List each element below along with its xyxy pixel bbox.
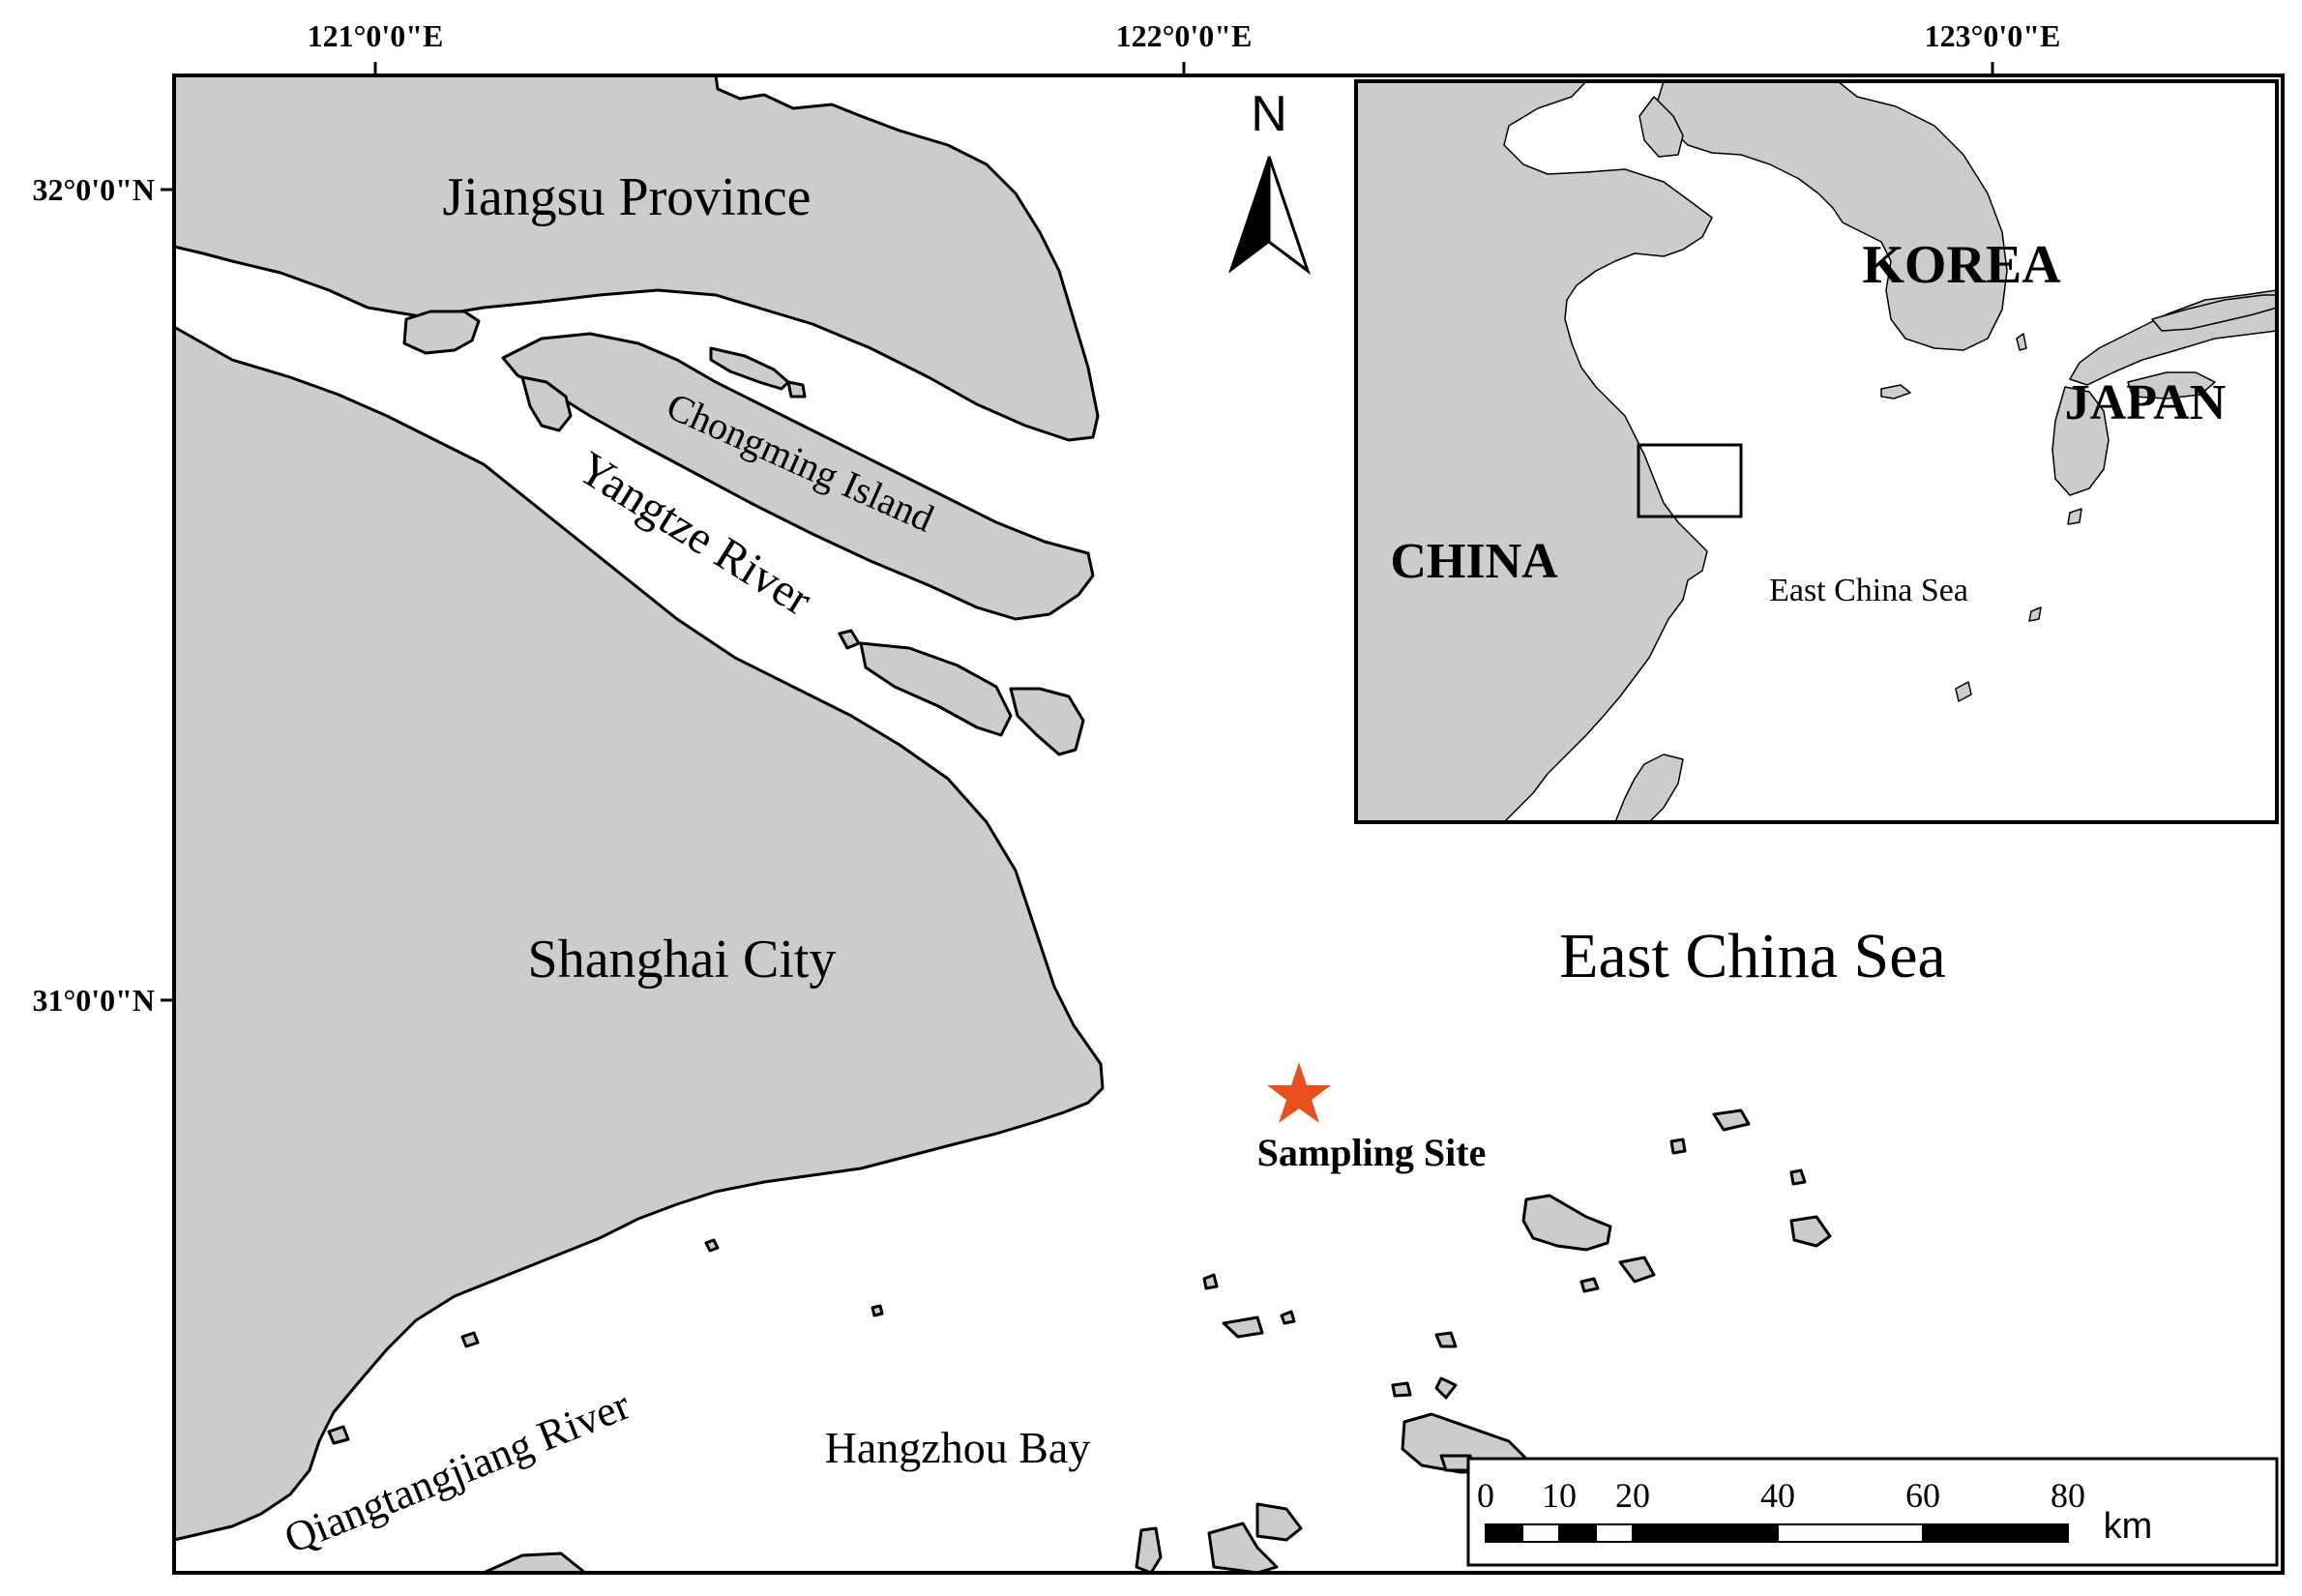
inset-china <box>1355 80 1713 823</box>
zhoushan-island-10 <box>1207 1522 1279 1575</box>
zhoushan-island-2 <box>1618 1256 1656 1284</box>
islet-7 <box>1579 1277 1600 1293</box>
inset-study-area-box <box>1637 443 1743 518</box>
yangtze-island-1 <box>402 310 481 355</box>
north-arrow-icon <box>1228 156 1311 276</box>
north-arrow-label: N <box>1251 86 1287 142</box>
chongming-island <box>501 332 1095 621</box>
scale-bar <box>1466 1457 2279 1567</box>
label-east-china-sea: East China Sea <box>1559 921 1946 991</box>
longitude-label-123: 123°0'0"E <box>1925 18 2061 53</box>
zhoushan-island-1 <box>1521 1194 1612 1252</box>
yangtze-island-4 <box>1009 687 1085 756</box>
zhoushan-island-14 <box>1391 1381 1412 1398</box>
inset-tsushima <box>2016 333 2027 351</box>
islet-4 <box>327 1425 350 1445</box>
scale-unit: km <box>2104 1506 2153 1547</box>
inset-map-frame <box>1354 79 2279 824</box>
inset-ryukyu-3 <box>2067 508 2082 525</box>
latitude-label-31: 31°0'0"N <box>32 983 155 1018</box>
inset-label-east-china-sea: East China Sea <box>1769 573 1968 608</box>
yangtze-island-7 <box>838 629 861 650</box>
zhoushan-island-6 <box>1222 1315 1264 1339</box>
scale-tick-10: 10 <box>1542 1476 1577 1515</box>
islet-6 <box>1280 1310 1296 1325</box>
islet-5 <box>1202 1273 1219 1290</box>
main-map-frame <box>172 74 2285 1575</box>
zhoushan-island-13 <box>1434 1331 1458 1348</box>
label-hangzhou-bay: Hangzhou Bay <box>825 1423 1091 1472</box>
scale-tick-40: 40 <box>1760 1476 1795 1515</box>
longitude-label-122: 122°0'0"E <box>1116 18 1253 53</box>
zhoushan-island-15 <box>1789 1168 1807 1186</box>
shanghai-landmass <box>172 325 1105 1542</box>
inset-korea <box>1655 80 2008 351</box>
islet-2 <box>871 1304 884 1317</box>
zhoushan-island-4 <box>1669 1138 1687 1155</box>
jiangsu-landmass <box>172 74 1100 442</box>
zhoushan-island-5 <box>1712 1108 1751 1132</box>
inset-map <box>1355 80 2278 823</box>
label-shanghai-city: Shanghai City <box>528 930 837 990</box>
inset-ryukyu-2 <box>1955 681 1972 702</box>
scale-tick-0: 0 <box>1477 1476 1494 1515</box>
longitude-label-121: 121°0'0"E <box>308 18 444 53</box>
coordinate-ticks <box>161 62 1994 1002</box>
zhoushan-island-3 <box>1789 1215 1832 1248</box>
scale-tick-60: 60 <box>1905 1476 1940 1515</box>
zhoushan-island-8 <box>1434 1376 1458 1400</box>
label-sampling-site: Sampling Site <box>1257 1131 1487 1174</box>
yangtze-island-5 <box>709 346 790 391</box>
inset-label-korea: KOREA <box>1862 235 2061 295</box>
yangtze-island-3 <box>859 641 1013 737</box>
label-jiangsu-province: Jiangsu Province <box>442 167 811 227</box>
inset-jeju <box>1880 384 1911 399</box>
zhoushan-island-11 <box>1135 1526 1163 1575</box>
inset-label-china: CHINA <box>1390 534 1558 589</box>
yangtze-island-6 <box>786 380 807 399</box>
latitude-label-32: 32°0'0"N <box>32 172 155 207</box>
yangtze-island-2 <box>520 375 573 432</box>
inset-ryukyu-1 <box>2028 606 2042 622</box>
sampling-site-marker-icon <box>1267 1062 1331 1123</box>
scale-tick-20: 20 <box>1615 1476 1650 1515</box>
inset-label-japan: JAPAN <box>2065 375 2227 430</box>
scale-bar-box <box>1466 1457 2279 1567</box>
inset-japan-kyushu <box>2051 386 2110 496</box>
inset-japan-shikoku <box>2127 371 2216 399</box>
inset-taiwan <box>1614 754 1684 823</box>
islet-1 <box>704 1238 720 1253</box>
zhoushan-island-9 <box>1255 1502 1303 1542</box>
inset-liaodong <box>1638 96 1684 158</box>
scale-tick-80: 80 <box>2051 1476 2085 1515</box>
islet-3 <box>460 1331 480 1348</box>
